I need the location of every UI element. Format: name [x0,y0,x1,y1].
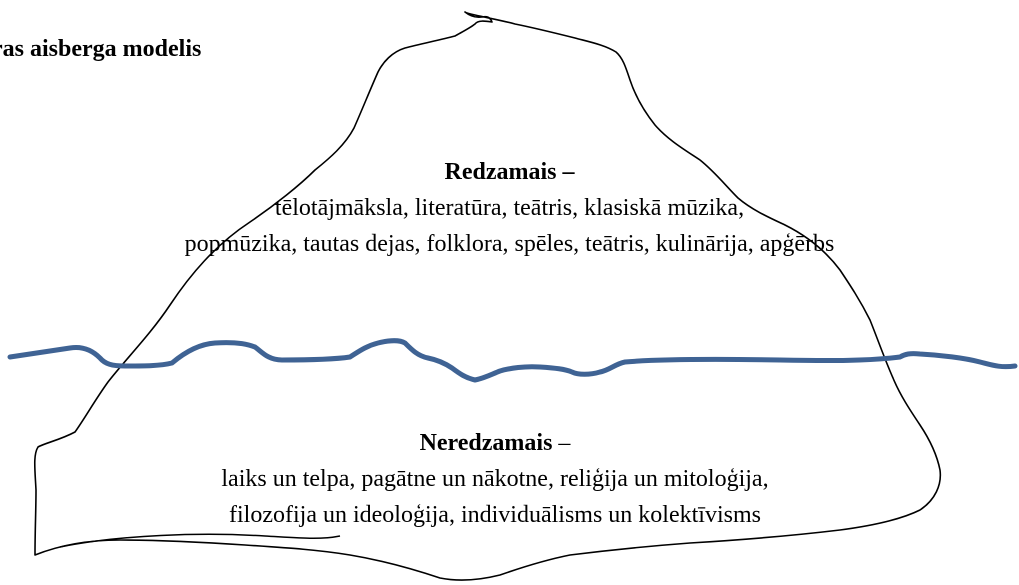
visible-heading: Redzamais [444,159,557,185]
waterline [7,338,1018,383]
hidden-line-2: filozofija un ideoloģija, individuālisms… [229,502,761,528]
visible-line-1: tēlotājmāksla, literatūra, teātris, klas… [274,195,745,221]
underline-stroke [59,533,341,548]
hidden-heading: Neredzamais [419,430,553,456]
hidden-heading-line: Neredzamais – [0,425,990,461]
visible-heading-line: Redzamais – [0,154,1019,190]
visible-section: Redzamais – tēlotājmāksla, literatūra, t… [0,154,1019,262]
diagram-title: ras aisberga modelis [0,36,202,62]
hidden-heading-dash: – [552,430,571,456]
hidden-line-1: laiks un telpa, pagātne un nākotne, reli… [221,466,769,492]
visible-line-2: popmūzika, tautas dejas, folklora, spēle… [184,231,835,257]
iceberg-outline [33,11,942,581]
visible-heading-dash: – [556,159,575,185]
hidden-section: Neredzamais – laiks un telpa, pagātne un… [0,425,990,533]
